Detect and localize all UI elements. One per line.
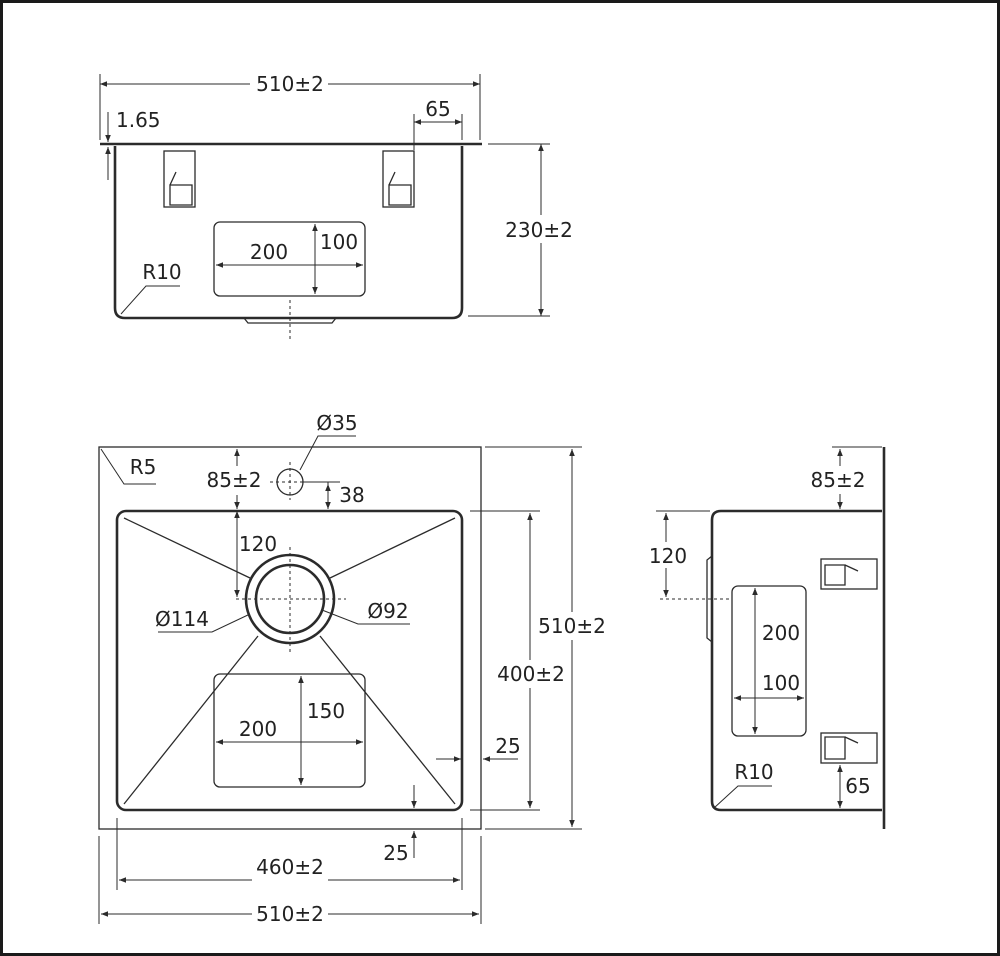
- front-height-label: 230±2: [505, 218, 573, 242]
- plan-outer-rim: [98, 446, 482, 830]
- plan-recess-height-label: 150: [307, 699, 345, 723]
- side-recess-height-label: 200: [762, 621, 800, 645]
- side-clip-top: [820, 558, 878, 590]
- side-recess-width-label: 100: [762, 671, 800, 695]
- front-recess: [213, 221, 366, 297]
- side-tap-offset-label: 85±2: [811, 468, 866, 492]
- front-elevation-view: [99, 70, 575, 340]
- front-clip-right: [382, 150, 415, 208]
- plan-recess: [213, 673, 366, 788]
- side-radius-leader: [713, 785, 772, 809]
- plan-tap-hole-label: Ø35: [316, 411, 357, 435]
- front-radius-leader: [120, 285, 180, 315]
- side-elevation-view: [648, 446, 886, 829]
- front-width-label: 510±2: [256, 72, 324, 96]
- front-waste-outlet: [243, 317, 337, 324]
- plan-bowl-width-label: 460±2: [256, 855, 324, 879]
- plan-waste-outer-leader: [158, 613, 251, 633]
- plan-side-margin-label: 25: [495, 734, 520, 758]
- front-recess-height-label: 100: [320, 230, 358, 254]
- plan-bowl-depth-label: 400±2: [497, 662, 565, 686]
- plan-outer-width-label: 510±2: [256, 902, 324, 926]
- plan-tap-offset-label: 85±2: [207, 468, 262, 492]
- plan-waste-inner-leader: [321, 609, 410, 625]
- side-clip-offset-label: 65: [845, 774, 870, 798]
- plan-bowl: [115, 509, 464, 812]
- plan-tap-leader: [299, 435, 356, 471]
- side-radius-label: R10: [734, 760, 773, 784]
- plan-waste-offset-label: 120: [239, 532, 277, 556]
- plan-corner-radius-label: R5: [130, 455, 157, 479]
- side-clip-bottom: [820, 732, 878, 764]
- plan-waste-outer-label: Ø114: [155, 607, 209, 631]
- plan-recess-width-label: 200: [239, 717, 277, 741]
- plan-view: [98, 435, 608, 928]
- plan-outer-depth-label: 510±2: [538, 614, 606, 638]
- plan-waste-inner-label: Ø92: [367, 599, 408, 623]
- front-radius-label: R10: [142, 260, 181, 284]
- front-clip-offset-label: 65: [425, 97, 450, 121]
- side-recess: [731, 585, 807, 737]
- side-waste-offset-label: 120: [649, 544, 687, 568]
- front-recess-width-label: 200: [250, 240, 288, 264]
- side-body: [710, 509, 882, 812]
- plan-bottom-margin-label: 25: [383, 841, 408, 865]
- plan-corner-radius-leader: [100, 448, 156, 485]
- front-body: [113, 146, 464, 320]
- front-clip-left: [163, 150, 196, 208]
- side-waste-outlet: [706, 555, 713, 643]
- plan-tap-gap-label: 38: [339, 483, 364, 507]
- front-thickness-label: 1.65: [116, 108, 161, 132]
